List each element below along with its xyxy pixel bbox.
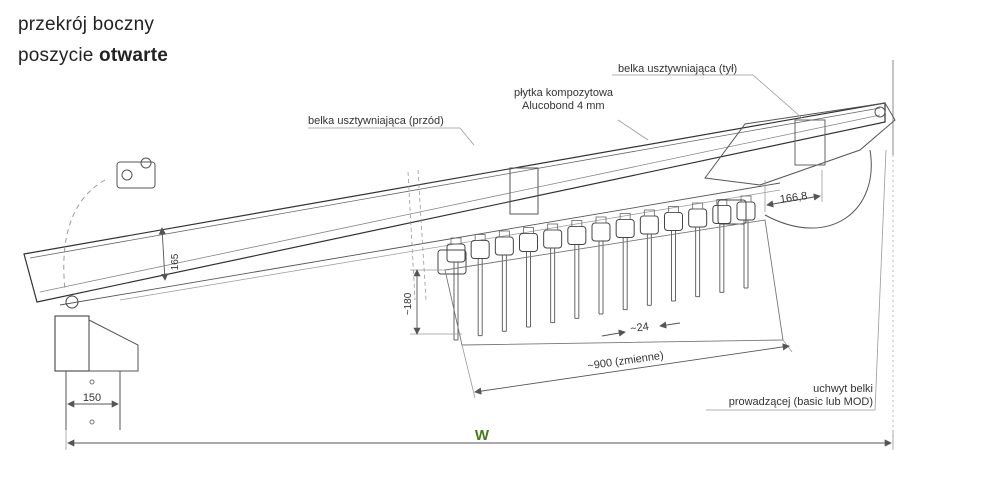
slat: [615, 213, 635, 311]
rear-beam-label: belka usztywniająca (tył): [618, 63, 737, 75]
rail-holder-label-1: uchwyt belki: [813, 383, 873, 395]
rail-holder-label-2: prowadzącej (basic lub MOD): [729, 396, 873, 408]
composite-plate-label-1: płytka kompozytowa: [514, 87, 614, 99]
dimension-w-label: W: [475, 427, 490, 444]
awning-panel: [23, 102, 886, 306]
dimension-24-label: ~24: [630, 321, 650, 335]
slat-group: [437, 195, 756, 341]
dimension-24: ~24: [601, 321, 681, 337]
slat: [470, 234, 490, 337]
slat: [567, 220, 587, 319]
dimension-180: ~180: [403, 269, 462, 335]
slat: [591, 216, 611, 315]
front-beam-label: belka usztywniająca (przód): [308, 115, 444, 127]
slat: [688, 202, 708, 298]
rear-bracket: [704, 102, 896, 229]
title-line-2-bold: otwarte: [99, 45, 168, 66]
front-support: [54, 295, 139, 430]
dimension-150-label: 150: [83, 392, 101, 404]
dimension-900: ~900 (zmienne): [461, 339, 793, 399]
slat: [712, 199, 732, 293]
leader-lines: [308, 74, 887, 411]
front-bracket-detail: [63, 157, 156, 291]
dimension-w: W: [65, 427, 894, 450]
slat-end-cap: [717, 199, 747, 225]
title-line-2-prefix: poszycie: [18, 45, 100, 66]
dimension-166-label: 166,8: [779, 190, 808, 206]
slat: [639, 209, 659, 306]
slat: [519, 227, 538, 328]
title-line-1: przekrój boczny: [18, 14, 155, 35]
dimension-150: 150: [67, 392, 119, 408]
slat-end-cap: [437, 249, 467, 275]
dimension-180-label: ~180: [403, 292, 414, 315]
dimension-165: 165: [158, 227, 181, 281]
slat: [543, 223, 563, 324]
composite-plate-label-2: Alucobond 4 mm: [522, 100, 605, 112]
slat: [664, 206, 683, 302]
slat: [494, 230, 514, 332]
title-line-2: poszycie otwarte: [18, 45, 168, 67]
dimension-166: 166,8: [764, 170, 823, 212]
dimension-165-label: 165: [170, 253, 181, 270]
dimension-900-label: ~900 (zmienne): [587, 350, 665, 373]
composite-plate: [509, 167, 539, 215]
